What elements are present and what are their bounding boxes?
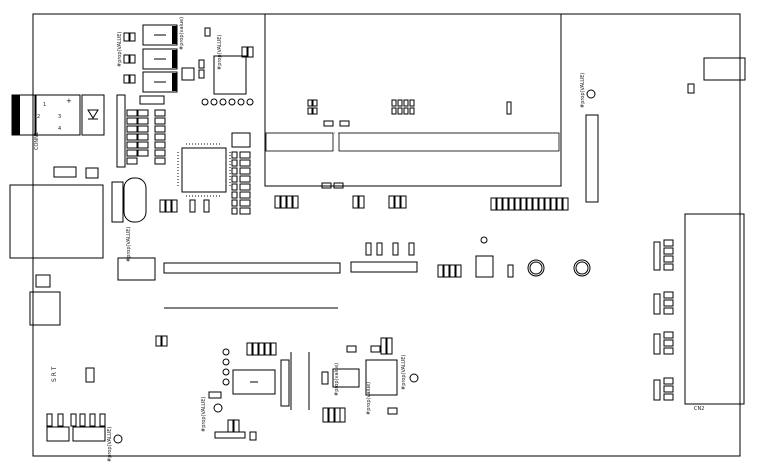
via-row [201, 98, 254, 106]
vertical-header-left [116, 94, 126, 168]
cap-small-c [198, 69, 205, 79]
prop-value-label-8: #prop(value) [366, 382, 372, 415]
top-module-outline [264, 13, 562, 187]
dc-jack-pads [34, 94, 81, 136]
pin-label-2: 2 [37, 114, 40, 120]
cap-small-a [204, 27, 211, 37]
sot-regulator [53, 166, 77, 178]
diode-outline [81, 94, 105, 136]
board-outline [32, 13, 741, 457]
sensor-box [29, 291, 61, 326]
bottom-ic-right [365, 359, 398, 396]
jumper-block [117, 257, 156, 281]
push-button-1-inner [529, 261, 543, 275]
long-header-1 [163, 262, 341, 274]
mcu-qfp [181, 147, 227, 193]
diode-symbol-icon [87, 109, 99, 119]
crystal-oscillator [123, 177, 147, 223]
ic-u1 [213, 55, 247, 95]
srt-label: S R T [51, 366, 58, 382]
test-point [480, 236, 488, 244]
relay-block [9, 184, 104, 259]
right-terminal-components [653, 239, 674, 401]
cap-small-b [198, 59, 205, 69]
jumper-small [35, 274, 51, 288]
cap-pair [85, 167, 99, 179]
right-terminal-block [684, 213, 745, 405]
under-mcu-components [159, 151, 251, 215]
prop-value-label-5: #prop(VALUE) [126, 227, 132, 262]
terminal-label: CN2 [694, 406, 704, 412]
crystal-caps [111, 181, 124, 223]
top-right-cap [687, 83, 695, 94]
bottom-ic-mid [332, 368, 360, 388]
mount-hole-right [586, 89, 596, 99]
pin-label-3: 3 [58, 114, 61, 120]
bottom-passives [46, 335, 398, 442]
res-small-a [241, 46, 248, 58]
small-header-top [139, 95, 165, 105]
prop-value-label-3: #prop(VALUE) [217, 35, 223, 70]
prop-value-label-2: #prop(value) [179, 17, 185, 50]
right-vertical-header [585, 114, 599, 203]
pin-label-4: 4 [58, 126, 61, 132]
top-left-capacitors [123, 24, 178, 93]
polarity-plus-label: + [66, 97, 72, 105]
top-header-left [265, 132, 334, 152]
small-button-block [475, 255, 494, 278]
ic-small [181, 67, 195, 81]
top-right-jack [703, 57, 746, 81]
mid-components [274, 195, 569, 278]
left-passive-column [126, 109, 166, 165]
push-button-2-inner [575, 261, 589, 275]
bottom-ic-left [232, 369, 276, 395]
prop-value-label-1: #prop(VALUE) [117, 32, 123, 67]
prop-value-label-10: #prop(VALUE) [107, 427, 113, 462]
long-header-2 [350, 261, 418, 273]
prop-value-label-6: #prop(VALUE) [201, 397, 207, 432]
prop-value-label-7: #prop(value) [334, 363, 340, 396]
push-button-2 [573, 259, 591, 277]
bottom-vertical-header [280, 359, 290, 407]
res-small-b [247, 46, 254, 58]
top-header-right [338, 132, 560, 152]
bottom-circles [113, 348, 419, 444]
top-module-components [307, 99, 512, 189]
dc-jack-body [12, 95, 20, 135]
prop-value-label-9: #prop(VALUE) [401, 355, 407, 390]
push-button-1 [527, 259, 545, 277]
conn-label: CONN1 [34, 132, 40, 150]
prop-value-label-4: #prop(VALUE) [580, 73, 586, 108]
pin-label-1: 1 [43, 102, 46, 108]
small-connector [231, 132, 251, 148]
